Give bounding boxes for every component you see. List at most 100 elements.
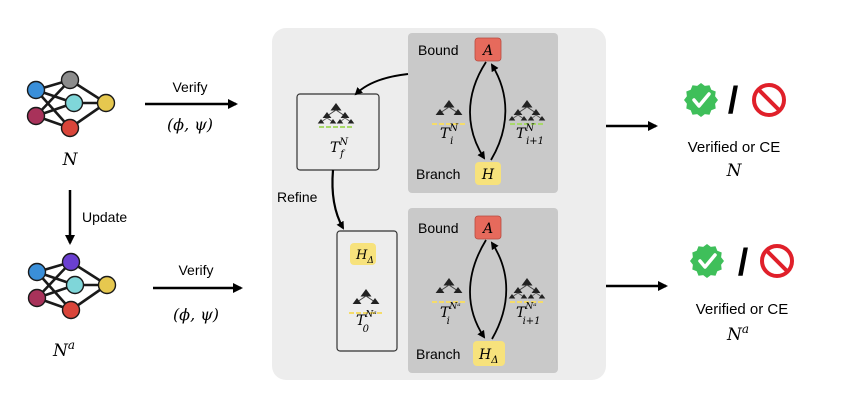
ban-ring [760, 244, 794, 278]
tree-node [347, 119, 355, 124]
result-text-bottom: Verified or CE [696, 301, 789, 318]
tree-node [340, 112, 350, 118]
tree-node [513, 109, 523, 115]
final-tree-box [296, 93, 380, 171]
net-node [61, 252, 81, 272]
tree-node [538, 294, 546, 299]
tree-node [435, 287, 445, 293]
top-loop-down [469, 61, 487, 160]
tree-node [538, 116, 546, 121]
updated-network [27, 252, 117, 320]
top-bab-subpanel [408, 33, 558, 193]
final-tree-icon [317, 103, 355, 128]
bottom-bab-subpanel [408, 208, 558, 373]
net-node [65, 275, 85, 295]
tree-node [531, 109, 541, 115]
verify-label-bottom: Verify [178, 262, 213, 278]
check-mark [692, 92, 711, 108]
tree-node [527, 116, 535, 121]
net-node [61, 300, 81, 320]
refined-h-delta-node [350, 243, 376, 265]
result-slash-top: / [728, 80, 739, 122]
net-node [26, 106, 46, 126]
net-node [60, 118, 80, 138]
extract-arrow [354, 73, 409, 96]
counterexample-ban-icon-top [752, 83, 786, 117]
tree-node [508, 294, 516, 299]
bottom-bound-node-label: A [481, 221, 493, 237]
net-node [96, 93, 116, 113]
tree-node [435, 109, 445, 115]
top-tree-i-icon [432, 100, 465, 125]
spec-label-top: (ϕ, ψ) [167, 115, 213, 134]
verified-check-icon-top [684, 83, 718, 117]
tree-node [370, 298, 380, 304]
net-node [27, 262, 47, 282]
bottom-branch-label: Branch [416, 346, 460, 362]
result-text-top: Verified or CE [688, 139, 781, 156]
bottom-bound-label: Bound [418, 220, 458, 236]
bottom-tree-i-icon [432, 278, 465, 303]
bottom-loop-up [490, 241, 508, 340]
bottom-branch-node [473, 341, 505, 366]
tree-node [521, 100, 533, 108]
bottom-branch-node-label: HΔ [478, 347, 498, 366]
ban-ring [752, 83, 786, 117]
result-slash-bottom: / [738, 242, 749, 284]
verified-check-icon-bottom [690, 244, 724, 278]
net-node [27, 288, 47, 308]
top-bound-node [474, 37, 502, 62]
ban-bar [765, 249, 789, 273]
refine-label: Refine [277, 189, 318, 205]
tree-node [336, 119, 344, 124]
tree-node [330, 103, 342, 111]
refined-h-delta-label: HΔ [355, 248, 374, 266]
tree-node [520, 116, 528, 121]
bottom-tree-i1-icon [508, 278, 546, 303]
top-branch-node-label: H [481, 167, 495, 183]
verify-label-top: Verify [172, 79, 207, 95]
tree-node [453, 109, 463, 115]
tree-node [521, 278, 533, 286]
check-badge [684, 83, 718, 117]
tree-node [527, 294, 535, 299]
original-network [26, 70, 116, 138]
top-tree-i1-icon [508, 100, 546, 125]
check-badge [690, 244, 724, 278]
tree-node [531, 287, 541, 293]
tree-node [453, 287, 463, 293]
net-node [97, 275, 117, 295]
tree-node [443, 278, 455, 286]
result-net-top: N [726, 161, 743, 181]
tree-node [329, 119, 337, 124]
top-bound-label: Bound [418, 42, 458, 58]
update-label: Update [82, 209, 127, 225]
bottom-bound-node [474, 215, 502, 240]
refined-tree-icon [349, 289, 382, 314]
net-node [60, 70, 80, 90]
tree-node [520, 294, 528, 299]
updated-network-label: Na [52, 338, 75, 361]
ban-bar [757, 88, 781, 112]
tree-node [360, 289, 372, 297]
net-node [64, 93, 84, 113]
counterexample-ban-icon-bottom [760, 244, 794, 278]
tree-node [352, 298, 362, 304]
tree-node [317, 119, 325, 124]
result-net-bottom: Na [726, 322, 749, 345]
bottom-loop-down [469, 239, 487, 339]
refine-arrow [331, 169, 344, 230]
tree-node [513, 287, 523, 293]
net-node [26, 80, 46, 100]
tree-node [508, 116, 516, 121]
tree-node [443, 100, 455, 108]
top-branch-label: Branch [416, 166, 460, 182]
